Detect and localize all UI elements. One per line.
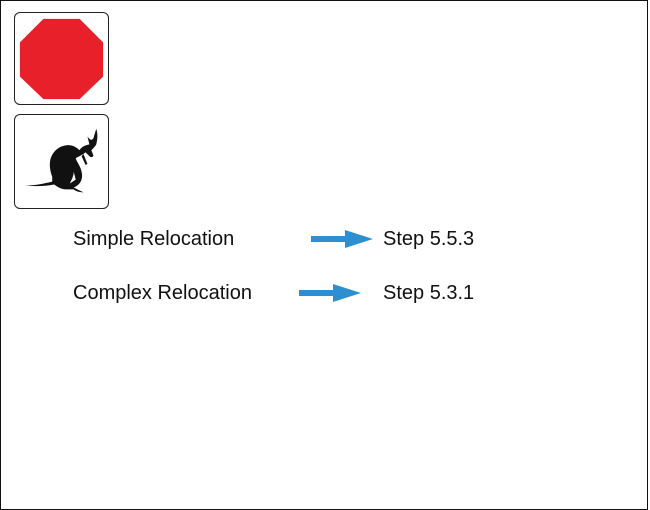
stop-sign-icon-box: [14, 12, 109, 105]
right-arrow-icon: [311, 230, 373, 248]
kangaroo-icon: [24, 128, 98, 193]
right-arrow-icon: [299, 284, 361, 302]
step-reference: Step 5.5.3: [383, 228, 475, 250]
relocation-label: Complex Relocation: [73, 282, 252, 304]
relocation-label: Simple Relocation: [73, 228, 235, 250]
stop-sign-icon: [19, 18, 104, 100]
kangaroo-icon-box: [14, 114, 109, 209]
step-reference: Step 5.3.1: [383, 282, 475, 304]
